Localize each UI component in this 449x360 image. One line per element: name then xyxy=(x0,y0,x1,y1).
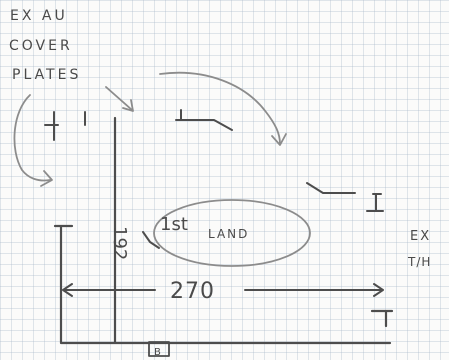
note-header-line-3: PLATES xyxy=(12,67,81,83)
bottom-box xyxy=(148,341,170,357)
top-center-arrow-head xyxy=(122,99,134,112)
dimension-horizontal: 270 xyxy=(170,279,215,304)
bubble-pointer xyxy=(142,231,160,249)
left-curved-arrow xyxy=(13,94,51,182)
dimension-horizontal-arrows xyxy=(62,283,384,297)
note-right-line-2: T/H xyxy=(407,255,431,269)
plate-section-left xyxy=(44,111,86,141)
top-center-arrow xyxy=(105,86,133,111)
note-right-line-1: EX xyxy=(410,229,431,244)
bottom-box-label: B xyxy=(154,347,161,358)
note-header-line-1: EX AU xyxy=(10,8,68,24)
left-base-frame xyxy=(53,224,392,345)
left-arrow-head xyxy=(40,170,53,187)
bubble-label-line-2: LAND xyxy=(208,227,249,241)
plate-section-top xyxy=(175,109,233,131)
plate-section-right xyxy=(306,182,384,212)
land-bubble xyxy=(153,199,311,267)
note-header-line-2: COVER xyxy=(9,38,73,54)
right-arrow-head xyxy=(271,133,287,146)
bubble-label-line-1: 1st xyxy=(160,214,188,235)
dimension-vertical: 192 xyxy=(109,226,130,260)
bottom-end-mark xyxy=(370,309,394,328)
right-curved-arrow xyxy=(159,71,281,145)
